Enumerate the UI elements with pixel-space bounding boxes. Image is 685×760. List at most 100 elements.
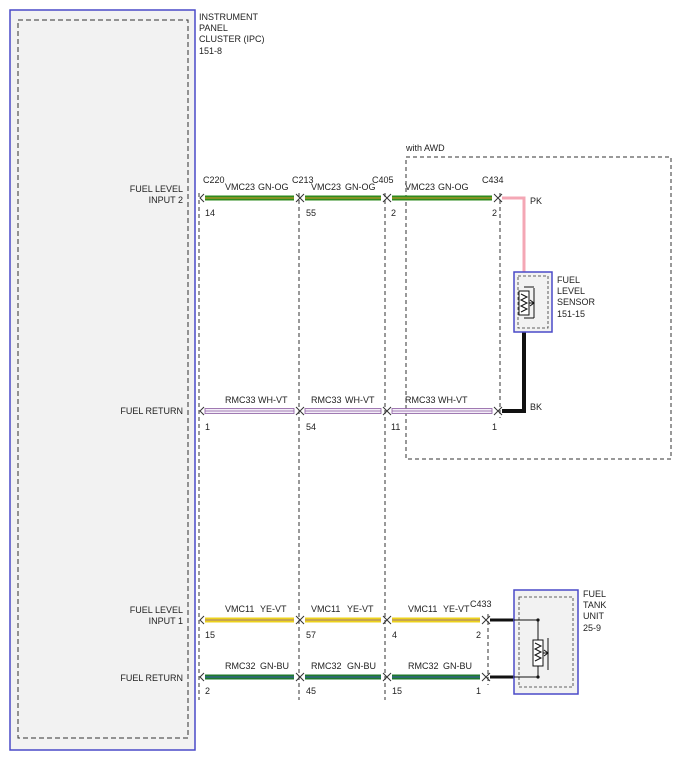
connector-c213-label: C213 xyxy=(292,175,314,185)
fuel-level-sensor-name-line-3: SENSOR xyxy=(557,297,596,307)
connector-terminal xyxy=(199,615,205,625)
fuel-level-sensor-name-line-1: FUEL xyxy=(557,275,580,285)
connector-terminal xyxy=(382,672,392,682)
circuit-fuel-level-input-1: VMC11 YE-VT VMC11 YE-VT VMC11 YE-VT 15 5… xyxy=(199,604,491,640)
ipc-pin-label-fuel-level-input-2-line-2: INPUT 2 xyxy=(149,195,183,205)
connector-terminal xyxy=(199,672,205,682)
wire-circuit-label: VMC23 xyxy=(311,182,341,192)
wire-circuit-label: RMC32 xyxy=(311,661,342,671)
pin-number: 4 xyxy=(392,630,397,640)
fuel-tank-unit-name-line-1: FUEL xyxy=(583,589,606,599)
wire-color-label: GN-BU xyxy=(347,661,376,671)
wire-pk-label: PK xyxy=(530,196,542,206)
connector-terminal xyxy=(493,406,503,416)
pin-number: 11 xyxy=(391,422,400,432)
ipc-module: INSTRUMENT PANEL CLUSTER (IPC) 151-8 xyxy=(9,9,265,751)
ipc-pin-label-fuel-level-input-1-line-1: FUEL LEVEL xyxy=(130,605,183,615)
wire-circuit-label: RMC33 xyxy=(225,395,256,405)
ipc-pin-label-fuel-return-2: FUEL RETURN xyxy=(120,673,183,683)
connector-terminal xyxy=(295,672,305,682)
ipc-pin-label-fuel-return-1: FUEL RETURN xyxy=(120,406,183,416)
awd-label: with AWD xyxy=(405,143,445,153)
wire-color-label: YE-VT xyxy=(347,604,374,614)
pin-number: 1 xyxy=(476,686,481,696)
wire-bk xyxy=(502,318,526,413)
wire-circuit-label: RMC33 xyxy=(405,395,436,405)
wire-circuit-label: VMC11 xyxy=(408,604,437,614)
wire-color-label: GN-OG xyxy=(258,182,289,192)
wire-color-label: WH-VT xyxy=(258,395,288,405)
connector-terminal xyxy=(493,193,503,203)
wire-circuit-label: RMC32 xyxy=(408,661,439,671)
circuit-fuel-level-input-2: VMC23 GN-OG VMC23 GN-OG VMC23 GN-OG 14 5… xyxy=(199,182,503,218)
connector-terminal xyxy=(199,406,205,416)
fuel-tank-unit-inner-dashed xyxy=(518,596,574,688)
ipc-name-line-1: INSTRUMENT xyxy=(199,12,258,22)
connector-c433-label: C433 xyxy=(470,599,492,609)
connector-terminal xyxy=(295,615,305,625)
fuel-tank-unit-ref: 25-9 xyxy=(583,623,601,633)
connector-terminal xyxy=(199,193,205,203)
ipc-name-line-2: PANEL xyxy=(199,23,228,33)
wire-pk xyxy=(502,196,526,287)
wire-color-label: YE-VT xyxy=(443,604,470,614)
awd-region: with AWD xyxy=(405,143,672,460)
pin-number: 2 xyxy=(205,686,210,696)
fuel-level-sensor-inner-dashed xyxy=(517,275,549,329)
variable-resistor-icon xyxy=(518,286,535,319)
circuit-fuel-return-1: RMC33 WH-VT RMC33 WH-VT RMC33 WH-VT 1 54… xyxy=(199,395,503,432)
connector-terminal xyxy=(295,193,305,203)
connector-terminal xyxy=(382,193,392,203)
pin-number: 45 xyxy=(306,686,316,696)
fuel-level-sensor-ref: 151-15 xyxy=(557,309,585,319)
pin-number: 14 xyxy=(205,208,215,218)
ipc-module-inner-dashed xyxy=(17,19,189,739)
connector-c220-label: C220 xyxy=(203,175,225,185)
connector-c405-label: C405 xyxy=(372,175,394,185)
pin-number: 1 xyxy=(492,422,497,432)
pin-number: 15 xyxy=(392,686,402,696)
fuel-tank-unit-name-line-3: UNIT xyxy=(583,611,604,621)
fuel-level-sensor: PK BK FUEL LEVEL SENSOR 151-15 xyxy=(502,196,596,413)
variable-resistor-icon xyxy=(514,618,549,679)
ipc-name-line-3: CLUSTER (IPC) xyxy=(199,34,265,44)
ipc-module-box xyxy=(9,9,196,751)
ipc-pin-label-fuel-level-input-1-line-2: INPUT 1 xyxy=(149,616,183,626)
wire-circuit-label: VMC11 xyxy=(311,604,340,614)
connector-terminal xyxy=(481,615,491,625)
wire-circuit-label: VMC23 xyxy=(405,182,435,192)
awd-region-box xyxy=(405,156,672,460)
connector-terminal xyxy=(382,615,392,625)
wire-color-label: YE-VT xyxy=(260,604,287,614)
connector-terminal xyxy=(382,406,392,416)
wire-circuit-label: RMC33 xyxy=(311,395,342,405)
ipc-ref: 151-8 xyxy=(199,46,222,56)
connector-terminal xyxy=(295,406,305,416)
pin-number: 15 xyxy=(205,630,215,640)
wire-color-label: GN-OG xyxy=(438,182,469,192)
pin-number: 57 xyxy=(306,630,316,640)
fuel-level-sensor-name-line-2: LEVEL xyxy=(557,286,585,296)
fuel-tank-unit-name-line-2: TANK xyxy=(583,600,606,610)
wire-color-label: GN-BU xyxy=(443,661,472,671)
connector-c434-label: C434 xyxy=(482,175,504,185)
connector-terminal xyxy=(481,672,491,682)
wire-color-label: GN-BU xyxy=(260,661,289,671)
wire-color-label: GN-OG xyxy=(345,182,376,192)
pin-number: 2 xyxy=(476,630,481,640)
pin-number: 2 xyxy=(391,208,396,218)
wire-color-label: WH-VT xyxy=(438,395,468,405)
pin-number: 55 xyxy=(306,208,316,218)
wire-color-label: WH-VT xyxy=(345,395,375,405)
fuel-tank-unit: FUEL TANK UNIT 25-9 xyxy=(490,589,606,695)
wire-circuit-label: VMC23 xyxy=(225,182,255,192)
ipc-pin-label-fuel-level-input-2-line-1: FUEL LEVEL xyxy=(130,184,183,194)
pin-number: 54 xyxy=(306,422,316,432)
fuel-tank-unit-box xyxy=(513,589,579,695)
circuit-fuel-return-2: RMC32 GN-BU RMC32 GN-BU RMC32 GN-BU 2 45… xyxy=(199,661,491,696)
pin-number: 2 xyxy=(492,208,497,218)
wire-bk-label: BK xyxy=(530,402,542,412)
pin-number: 1 xyxy=(205,422,210,432)
wire-circuit-label: RMC32 xyxy=(225,661,256,671)
